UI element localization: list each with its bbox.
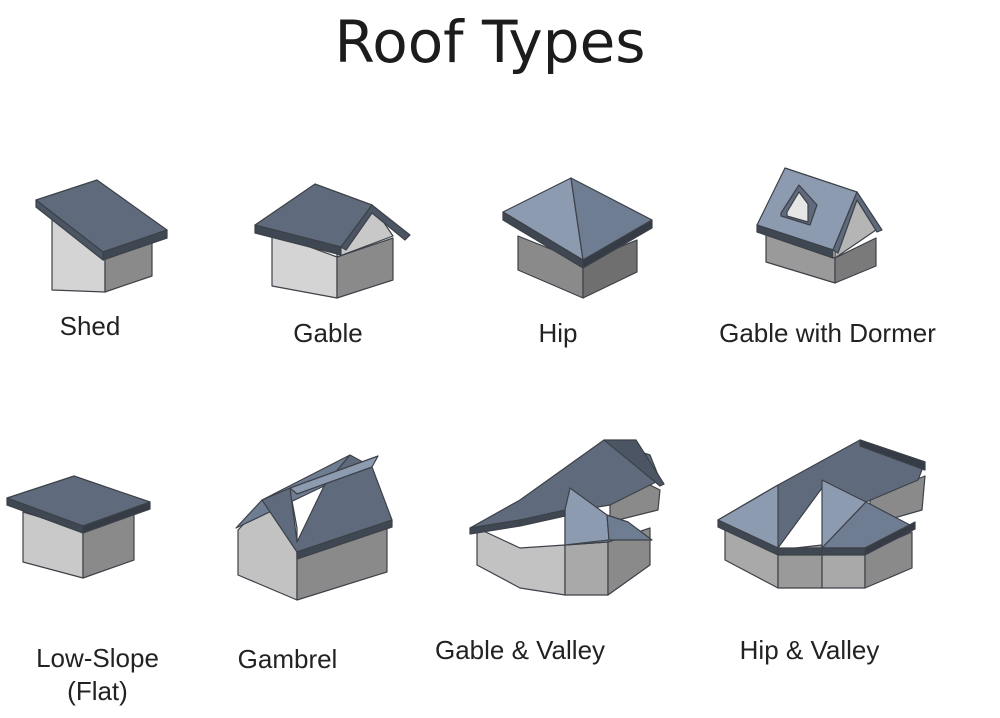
roof-label-gable-with-dormer: Gable with Dormer bbox=[719, 318, 936, 348]
roof-label-gambrel: Gambrel bbox=[237, 644, 338, 674]
roof-label-low-slope: Low-Slope (Flat) bbox=[36, 643, 159, 706]
gable-dormer-roof-icon bbox=[756, 167, 883, 284]
hip-roof-icon bbox=[502, 177, 653, 299]
shed-roof-icon bbox=[35, 179, 168, 293]
gable-valley-roof-icon bbox=[469, 439, 665, 596]
roof-label-hip-valley: Hip & Valley bbox=[739, 635, 880, 665]
roof-label-gable-valley: Gable & Valley bbox=[434, 635, 606, 665]
low-slope-roof-icon bbox=[6, 475, 151, 579]
roof-label-gable: Gable bbox=[293, 318, 363, 348]
roof-label-hip: Hip bbox=[538, 318, 578, 348]
hip-valley-roof-icon bbox=[717, 439, 926, 589]
gambrel-roof-icon bbox=[235, 454, 393, 601]
roof-label-shed: Shed bbox=[59, 311, 121, 341]
page-title: Roof Types bbox=[334, 8, 646, 76]
gable-roof-icon bbox=[254, 183, 411, 299]
